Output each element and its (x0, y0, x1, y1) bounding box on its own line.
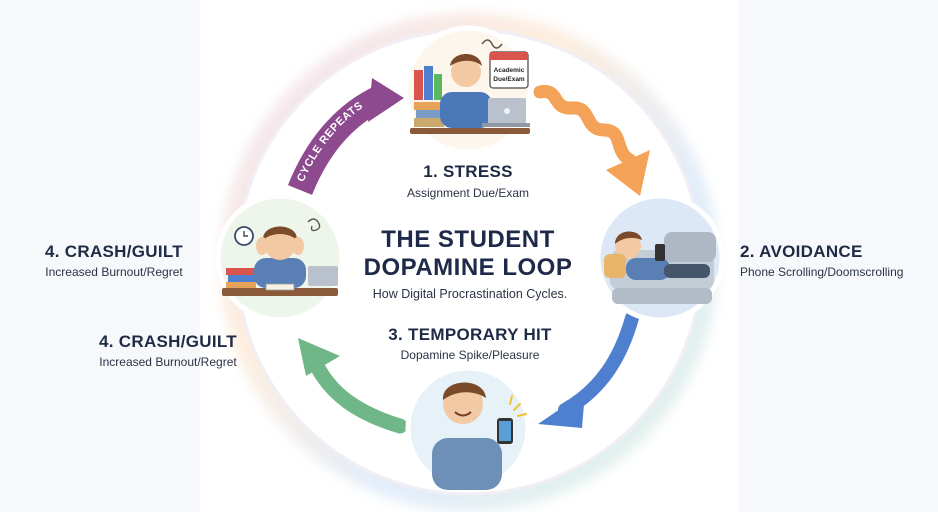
crash-illustration (215, 193, 345, 323)
stage-hit-subtitle: Dopamine Spike/Pleasure (400, 348, 540, 362)
hit-illustration (405, 365, 531, 491)
stage-crash-upper-subtitle: Increased Burnout/Regret (45, 265, 183, 279)
diagram-title-line2: DOPAMINE LOOP (363, 254, 573, 281)
calendar-label-line1: Academic (494, 67, 525, 74)
stage-hit-title: 3. TEMPORARY HIT (388, 325, 552, 344)
stage-crash-lower-subtitle: Increased Burnout/Regret (99, 355, 237, 369)
diagram-title: THE STUDENT DOPAMINE LOOP (352, 226, 584, 282)
diagram-subtitle: How Digital Procrastination Cycles. (372, 287, 568, 301)
right-background-panel (738, 0, 938, 512)
calendar-label-line2: Due/Exam (493, 76, 525, 83)
arrow-hit-to-crash (298, 338, 408, 434)
stage-crash-upper-title: 4. CRASH/GUILT (44, 242, 183, 261)
stage-avoidance-title: 2. AVOIDANCE (740, 242, 863, 261)
avoidance-illustration (595, 193, 725, 323)
stage-stress-subtitle: Assignment Due/Exam (406, 186, 530, 200)
left-background-panel (0, 0, 200, 512)
diagram-title-line1: THE STUDENT (381, 226, 555, 253)
stage-avoidance-subtitle: Phone Scrolling/Doomscrolling (740, 265, 904, 279)
arrow-avoidance-to-hit (538, 311, 639, 428)
stage-crash-lower-title: 4. CRASH/GUILT (98, 332, 237, 351)
stage-stress-title: 1. STRESS (423, 162, 513, 181)
stress-illustration: Academic Due/Exam (403, 25, 533, 155)
arrow-stress-to-avoidance (533, 85, 650, 196)
